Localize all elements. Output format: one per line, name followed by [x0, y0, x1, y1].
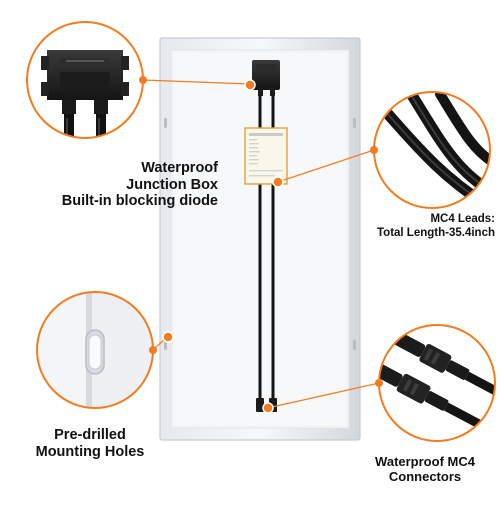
- mc4-connector-end: [256, 398, 264, 412]
- indicator-dot: [162, 331, 174, 343]
- indicator-dot: [370, 146, 378, 154]
- spec-label-sticker: [244, 127, 288, 185]
- mounting-hole: [353, 118, 356, 128]
- caption-line: Mounting Holes: [35, 443, 145, 460]
- caption-line: Waterproof MC4: [375, 454, 475, 469]
- callout-mc4-leads: [373, 91, 491, 209]
- caption-junction-box: Waterproof Junction Box Built-in blockin…: [28, 160, 218, 210]
- caption-line: Built-in blocking diode: [61, 193, 218, 210]
- indicator-dot: [139, 76, 147, 84]
- callout-mounting-holes: [36, 291, 154, 409]
- mounting-hole: [353, 340, 356, 350]
- indicator-dot: [262, 402, 274, 414]
- indicator-dot: [244, 79, 256, 91]
- indicator-dots: [162, 79, 284, 414]
- indicator-dot: [375, 379, 383, 387]
- mounting-hole: [164, 340, 167, 350]
- junction-box-on-panel: [252, 60, 280, 96]
- callout-line-leads: [277, 149, 375, 183]
- solar-panel: [159, 37, 361, 441]
- caption-line: Connectors: [388, 468, 462, 484]
- caption-line: Junction Box: [126, 176, 218, 193]
- caption-line: MC4 Leads:: [430, 213, 495, 225]
- mounting-hole: [164, 118, 167, 128]
- callout-line-connectors: [271, 382, 380, 408]
- caption-mc4-leads: MC4 Leads: Total Length-35.4inch: [355, 212, 495, 241]
- caption-mc4-connectors: Waterproof MC4 Connectors: [350, 454, 500, 485]
- callout-line-junction: [142, 79, 251, 85]
- callout-mc4-connectors: [378, 324, 496, 442]
- indicator-dot: [149, 346, 157, 354]
- caption-line: Pre-drilled: [54, 427, 126, 443]
- indicator-dot: [272, 176, 284, 188]
- callout-junction-box: [26, 21, 144, 139]
- caption-line: Total Length-35.4inch: [377, 227, 495, 240]
- caption-mounting-holes: Pre-drilled Mounting Holes: [20, 427, 160, 460]
- mc4-connector-male: [394, 332, 495, 404]
- caption-line: Waterproof: [141, 160, 218, 176]
